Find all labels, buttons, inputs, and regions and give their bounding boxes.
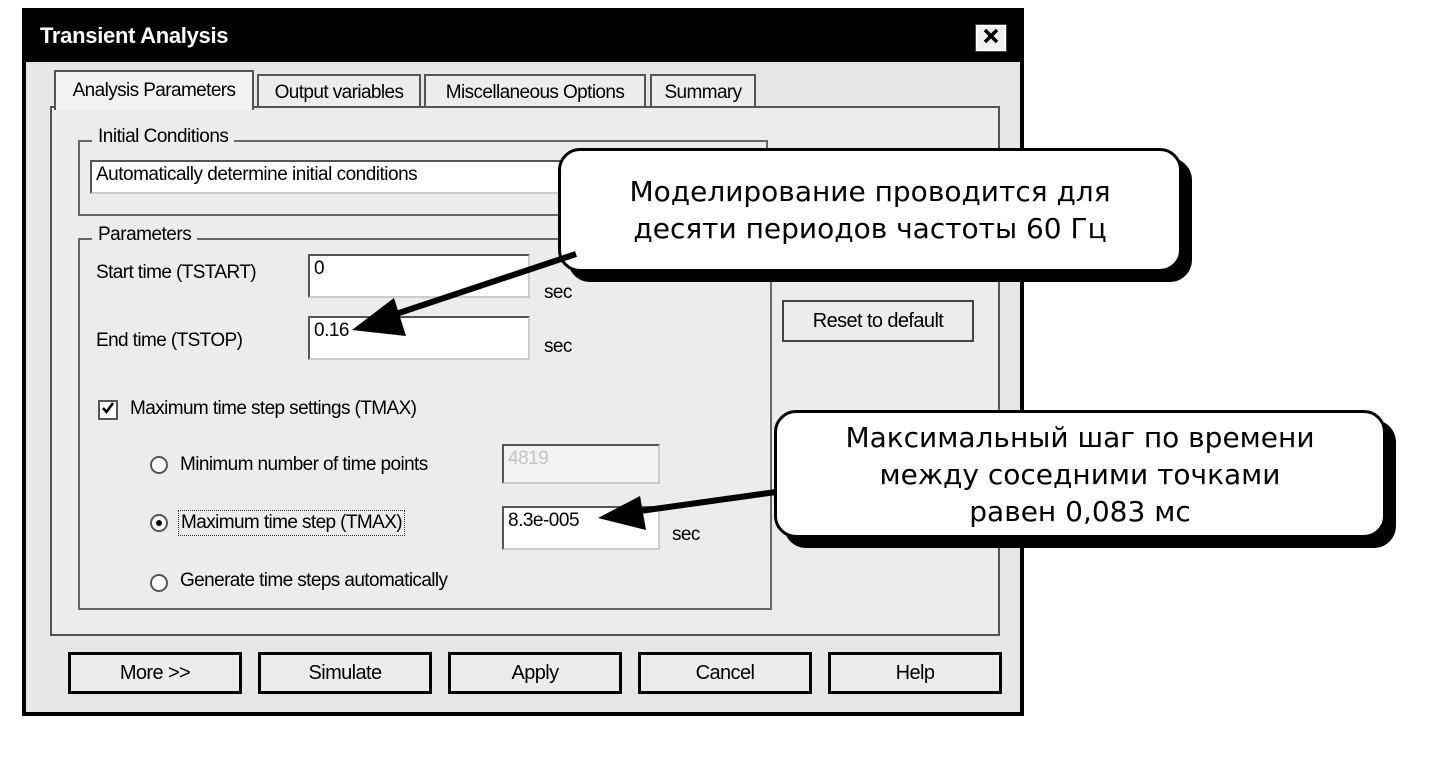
close-icon — [982, 27, 1000, 50]
help-button[interactable]: Help — [828, 652, 1002, 694]
max-step-radio[interactable] — [150, 514, 168, 532]
min-points-label: Minimum number of time points — [180, 454, 428, 475]
tab-label: Output variables — [274, 82, 404, 103]
tab-analysis-parameters[interactable]: Analysis Parameters — [54, 70, 254, 110]
checkmark-icon — [101, 401, 115, 420]
end-time-input[interactable]: 0.16 — [308, 316, 530, 360]
callout-simulation-periods: Моделирование проводится для десяти пери… — [558, 148, 1182, 272]
tab-label: Summary — [664, 82, 742, 103]
title-bar[interactable]: Transient Analysis — [26, 12, 1020, 62]
reset-to-default-button[interactable]: Reset to default — [782, 300, 974, 342]
callout-1-line-2: десяти периодов частоты 60 Гц — [633, 212, 1107, 245]
callout-2-line-2: между соседними точками — [879, 457, 1281, 491]
start-time-value: 0 — [314, 258, 325, 279]
more-button-label: More >> — [119, 661, 191, 684]
simulate-button-label: Simulate — [308, 661, 382, 684]
cancel-button-label: Cancel — [695, 661, 755, 684]
tmax-checkbox-label: Maximum time step settings (TMAX) — [130, 398, 417, 419]
parameters-group — [78, 238, 772, 610]
min-points-radio[interactable] — [150, 456, 168, 474]
callout-1-line-1: Моделирование проводится для — [629, 175, 1111, 208]
apply-button-label: Apply — [511, 661, 559, 684]
tmax-checkbox[interactable] — [98, 400, 118, 420]
help-button-label: Help — [895, 661, 935, 684]
max-step-label: Maximum time step (TMAX) — [178, 510, 406, 536]
tab-output-variables[interactable]: Output variables — [257, 74, 421, 110]
dialog-title: Transient Analysis — [40, 23, 229, 48]
max-step-unit: sec — [672, 524, 700, 545]
cancel-button[interactable]: Cancel — [638, 652, 812, 694]
more-button[interactable]: More >> — [68, 652, 242, 694]
auto-steps-radio[interactable] — [150, 574, 168, 592]
tab-label: Miscellaneous Options — [445, 82, 625, 103]
tab-miscellaneous-options[interactable]: Miscellaneous Options — [424, 74, 646, 110]
callout-max-time-step: Максимальный шаг по времени между соседн… — [774, 410, 1386, 538]
callout-2-line-1: Максимальный шаг по времени — [845, 420, 1315, 454]
reset-button-label: Reset to default — [812, 309, 944, 332]
close-button[interactable] — [975, 24, 1007, 52]
start-time-label: Start time (TSTART) — [96, 262, 257, 283]
callout-2-line-3: равен 0,083 мс — [969, 494, 1191, 528]
parameters-legend: Parameters — [92, 224, 198, 246]
min-points-input[interactable]: 4819 — [502, 444, 660, 484]
transient-analysis-dialog: Transient Analysis Analysis Parameters O… — [22, 8, 1024, 716]
tab-summary[interactable]: Summary — [650, 74, 756, 110]
apply-button[interactable]: Apply — [448, 652, 622, 694]
arrow-to-max-step — [598, 489, 777, 530]
start-time-unit: sec — [544, 282, 572, 303]
simulate-button[interactable]: Simulate — [258, 652, 432, 694]
initial-conditions-value: Automatically determine initial conditio… — [96, 164, 418, 185]
start-time-input[interactable]: 0 — [308, 254, 530, 298]
min-points-value: 4819 — [508, 448, 549, 469]
end-time-value: 0.16 — [314, 320, 349, 341]
initial-conditions-legend: Initial Conditions — [92, 126, 235, 148]
end-time-label: End time (TSTOP) — [96, 330, 243, 351]
tab-label: Analysis Parameters — [72, 80, 236, 101]
max-step-value: 8.3e-005 — [508, 510, 580, 531]
end-time-unit: sec — [544, 336, 572, 357]
auto-steps-label: Generate time steps automatically — [180, 570, 448, 591]
arrow-to-end-time — [352, 251, 577, 336]
